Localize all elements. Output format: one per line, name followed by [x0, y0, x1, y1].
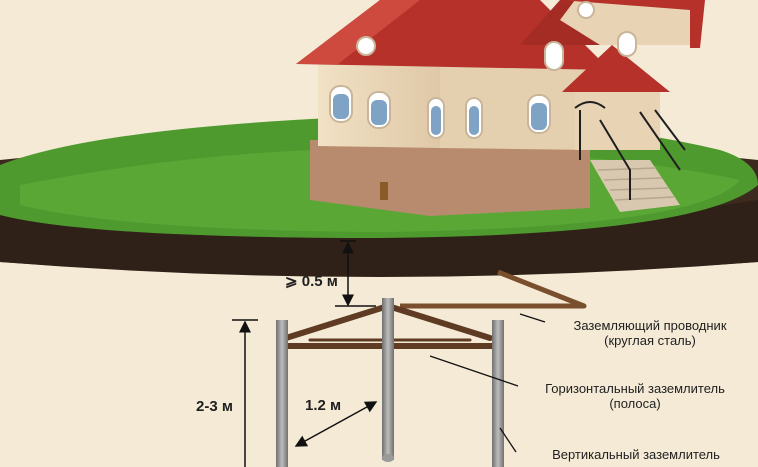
- horizontal-electrode-label-title: Горизонтальный заземлитель: [545, 381, 725, 396]
- vertical-electrode-label: Вертикальный заземлитель: [520, 447, 752, 462]
- house: [296, 0, 705, 216]
- conductor-label: Заземляющий проводник (круглая сталь): [548, 318, 752, 348]
- grounding-conductor: [400, 269, 587, 309]
- vertical-electrode-label-title: Вертикальный заземлитель: [552, 447, 720, 462]
- conductor-outlet: [380, 182, 388, 200]
- horizontal-electrode-label: Горизонтальный заземлитель (полоса): [518, 381, 752, 411]
- conductor-label-title: Заземляющий проводник: [573, 318, 727, 333]
- rod-length-label: 2-3 м: [196, 398, 233, 415]
- rod-length-dimension-line: [232, 319, 258, 467]
- spacing-label: 1.2 м: [305, 397, 342, 414]
- spacing-dimension-line: [294, 401, 378, 447]
- vertical-electrodes: [276, 298, 504, 467]
- horizontal-electrode-label-subtitle: (полоса): [609, 396, 661, 411]
- conductor-label-subtitle: (круглая сталь): [604, 333, 696, 348]
- depth-label: ⩾ 0.5 м: [285, 273, 338, 290]
- label-leader-lines: [429, 313, 546, 453]
- depth-dimension-line: [335, 240, 376, 307]
